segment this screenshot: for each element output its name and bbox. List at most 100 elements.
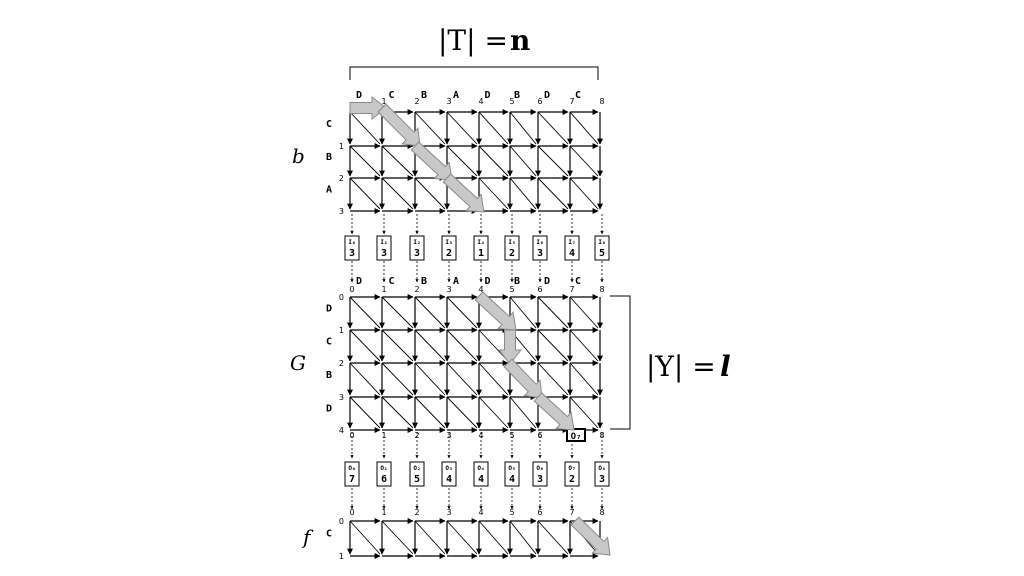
b-col-letter: D	[356, 90, 362, 101]
G-top-col-index: 8	[599, 285, 604, 294]
G-edge-d	[349, 329, 381, 362]
f-top-col-index: 0	[349, 508, 354, 517]
G-edge-d	[446, 362, 478, 396]
G-row-index: 3	[339, 393, 344, 402]
G-row-index: 0	[339, 293, 344, 302]
b-top-col-index: 3	[446, 97, 451, 106]
b-top-col-index: 7	[569, 97, 574, 106]
I-cell	[564, 235, 580, 261]
b-col-letter: A	[453, 90, 459, 101]
f-top-col-index: 1	[381, 508, 386, 517]
f-top-col-index: 6	[537, 508, 542, 517]
G-bottom-col-index: 2	[414, 431, 419, 440]
b-edge-d	[569, 145, 599, 177]
G-top-col-index: 0	[349, 285, 354, 294]
G-top-col-index: 3	[446, 285, 451, 294]
G-col-letter: D	[544, 276, 550, 287]
G-row-letter: D	[326, 304, 332, 315]
b-top-col-index: 1	[381, 97, 386, 106]
b-top-col-index: 5	[509, 97, 514, 106]
path-arrows-layer	[349, 95, 611, 556]
G-top-col-index: 7	[569, 285, 574, 294]
G-edge-d	[446, 296, 478, 329]
I-cell	[441, 235, 457, 261]
G-top-col-index: 6	[537, 285, 542, 294]
I-cell-name: I₀	[348, 239, 355, 246]
I-cell-value: 2	[446, 248, 452, 259]
f-top-col-index: 4	[478, 508, 483, 517]
G-edge-d	[349, 396, 381, 429]
I-cell-value: 3	[414, 248, 420, 259]
G-edge-d	[569, 362, 599, 396]
f-top-col-index: 2	[414, 508, 419, 517]
G-edge-d	[349, 362, 381, 396]
side-label-G: G	[290, 351, 306, 375]
header-eq-var: n	[510, 24, 530, 57]
O-cell-value: 4	[478, 474, 484, 485]
G-top-col-index: 4	[478, 285, 483, 294]
b-edge-d	[569, 177, 599, 210]
f-edge-d	[381, 520, 414, 555]
O-cell	[473, 461, 489, 487]
right-eq-left: |Y| =	[646, 350, 716, 383]
b-row-index: 1	[339, 142, 344, 151]
G-bottom-col-index: 4	[478, 431, 483, 440]
highlight-box	[566, 428, 586, 442]
G-edge-d	[414, 362, 446, 396]
G-edge-d	[569, 396, 599, 429]
G-col-letter: D	[485, 276, 491, 287]
b-edge-d	[478, 145, 509, 177]
O-cell-value: 6	[381, 474, 387, 485]
b-col-letter: C	[389, 90, 395, 101]
b-edge-d	[414, 111, 446, 145]
right-equation: |Y| = l	[646, 350, 731, 383]
G-edge-d	[509, 296, 537, 329]
G-bottom-col-index: 5	[509, 431, 514, 440]
G-bottom-col-index: 6	[537, 431, 542, 440]
G-edge-d	[537, 296, 569, 329]
b-edge-d	[509, 177, 537, 210]
grids-layer	[347, 109, 603, 559]
G-edge-d	[381, 329, 414, 362]
b-top-col-index: 8	[599, 97, 604, 106]
b-edge-d	[537, 145, 569, 177]
f-edge-d	[349, 520, 381, 555]
G-row-letter: C	[326, 337, 332, 348]
O-cell-value: 4	[509, 474, 515, 485]
G-top-col-index: 5	[509, 285, 514, 294]
b-col-letter: D	[485, 90, 491, 101]
G-edge-d	[478, 362, 509, 396]
I-cell-name: I₇	[568, 239, 575, 246]
b-edge-d	[381, 145, 414, 177]
G-bottom-col-index: 1	[381, 431, 386, 440]
I-cell	[473, 235, 489, 261]
I-cell-name: I₁	[380, 239, 387, 246]
O-cell-name: O₂	[413, 465, 420, 472]
b-row-letter: A	[326, 185, 332, 196]
O-cell-name: O₄	[477, 465, 484, 472]
b-col-letter: B	[421, 90, 427, 101]
I-cell-value: 3	[381, 248, 387, 259]
I-cell-name: I₄	[477, 239, 484, 246]
G-row-index: 1	[339, 326, 344, 335]
G-edge-d	[381, 362, 414, 396]
b-top-col-index: 6	[537, 97, 542, 106]
f-top-col-index: 5	[509, 508, 514, 517]
b-edge-d	[509, 111, 537, 145]
I-cell	[344, 235, 360, 261]
I-cell-value: 1	[478, 248, 484, 259]
right-eq-var: l	[720, 350, 731, 383]
highlight-label: O₇	[571, 432, 582, 442]
O-cell	[594, 461, 610, 487]
G-top-col-index: 1	[381, 285, 386, 294]
I-cell-value: 3	[537, 248, 543, 259]
I-cell-name: I₆	[536, 239, 543, 246]
I-cell-value: 2	[509, 248, 515, 259]
I-cell-value: 3	[349, 248, 355, 259]
O-cell	[564, 461, 580, 487]
O-cell-value: 5	[414, 474, 420, 485]
O-cell	[344, 461, 360, 487]
G-edge-d	[569, 296, 599, 329]
